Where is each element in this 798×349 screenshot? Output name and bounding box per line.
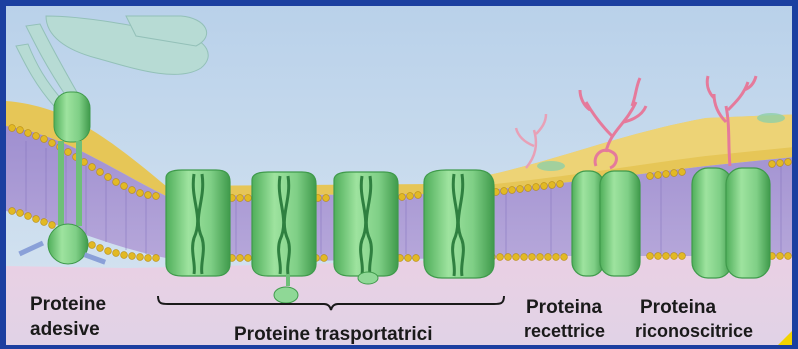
transport-protein-3	[334, 172, 398, 284]
receptor-protein-label-line2: recettrice	[524, 321, 605, 342]
receptor-protein-label-line1: Proteina	[526, 297, 602, 318]
transport-proteins-label: Proteine trasportatrici	[234, 324, 433, 345]
adhesive-proteins-label-line2: adesive	[30, 319, 100, 340]
corner-marker	[778, 331, 792, 345]
transport-protein-4	[424, 170, 494, 278]
recognition-protein-label-line2: riconoscitrice	[635, 321, 753, 342]
transport-proteins-bracket	[156, 294, 506, 312]
recognition-protein-label-line1: Proteina	[640, 297, 716, 318]
transport-protein-1	[166, 170, 230, 276]
adhesive-proteins-label-line1: Proteine	[30, 294, 106, 315]
